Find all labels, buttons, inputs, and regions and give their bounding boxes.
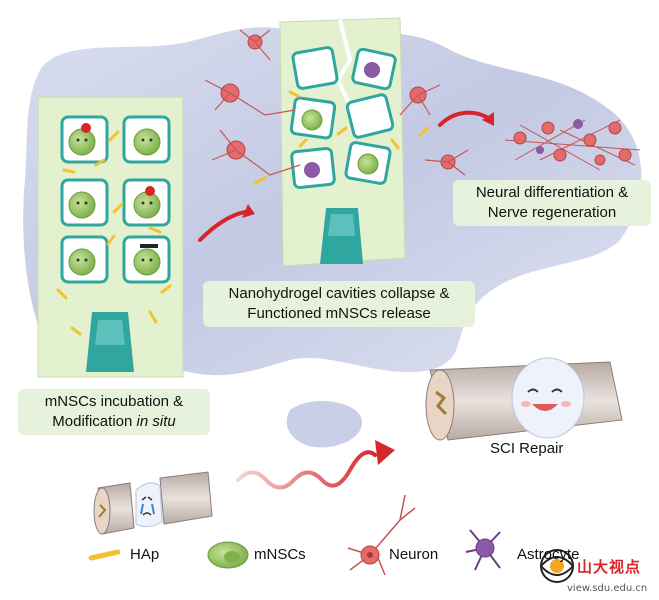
legend-label-astrocyte: Astrocyte bbox=[517, 546, 580, 563]
repaired-spinal-cord bbox=[425, 357, 623, 441]
astrocyte-icon bbox=[465, 529, 501, 571]
arrow-stage1-to-stage2 bbox=[198, 210, 247, 242]
mnsc-cell-icon bbox=[207, 541, 249, 569]
injured-spinal-cord bbox=[93, 471, 213, 535]
stage3-label-line1: Neural differentiation & bbox=[475, 184, 629, 201]
watermark-logo-icon bbox=[539, 549, 575, 583]
stage1-label-line2-italic: in situ bbox=[136, 413, 176, 430]
legend-label-hap: HAp bbox=[130, 546, 160, 563]
arrow-stage2-to-stage3 bbox=[438, 110, 490, 127]
watermark-text: 山大视点 bbox=[577, 558, 642, 576]
background-blob-lower bbox=[286, 400, 362, 448]
legend-label-neuron: Neuron bbox=[389, 546, 439, 563]
sci-repair-label: SCI Repair bbox=[490, 440, 564, 457]
stage1-label-line1: mNSCs incubation & bbox=[44, 393, 184, 410]
stage2-label-line2: Functioned mNSCs release bbox=[247, 305, 431, 322]
hydrogel-block-stage2 bbox=[279, 17, 406, 267]
neuron-icon bbox=[347, 494, 416, 576]
hap-rod-icon bbox=[88, 549, 121, 561]
legend-label-mnscs: mNSCs bbox=[254, 546, 306, 563]
stage1-label-line2-prefix: Modification bbox=[52, 413, 137, 430]
stage1-label-line2: Modification in situ bbox=[24, 412, 204, 432]
wave-arrow bbox=[236, 450, 377, 490]
stage1-label: mNSCs incubation & Modification in situ bbox=[18, 389, 210, 435]
hydrogel-block-stage1 bbox=[37, 96, 184, 378]
watermark-url: view.sdu.edu.cn bbox=[567, 583, 648, 594]
stage3-label-line2: Nerve regeneration bbox=[487, 204, 617, 221]
stage3-label: Neural differentiation & Nerve regenerat… bbox=[453, 180, 651, 226]
neural-network-stage3 bbox=[504, 119, 641, 171]
stage2-label-line1: Nanohydrogel cavities collapse & bbox=[228, 285, 450, 302]
stage2-label: Nanohydrogel cavities collapse & Functio… bbox=[203, 281, 475, 327]
